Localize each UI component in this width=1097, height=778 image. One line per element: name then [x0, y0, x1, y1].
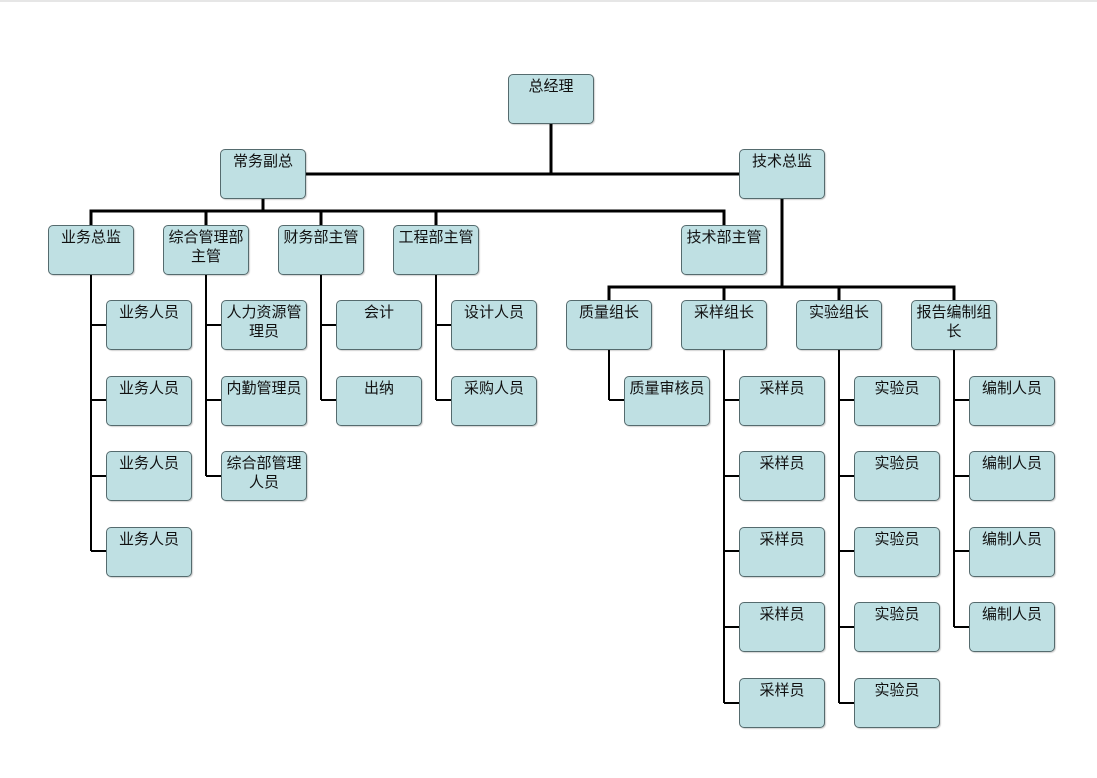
node-label: 编制人员 [981, 454, 1042, 472]
node-label: 技术部主管 [686, 228, 762, 246]
node-business-staff[interactable]: 业务人员 [106, 451, 192, 501]
node-business-staff[interactable]: 业务人员 [106, 527, 192, 577]
node-sampler[interactable]: 采样员 [739, 451, 825, 501]
node-label: 实验员 [874, 379, 920, 397]
node-lab-technician[interactable]: 实验员 [854, 527, 940, 577]
node-label: 质量审核员 [629, 379, 705, 397]
node-label: 实验组长 [808, 303, 869, 321]
node-lab-technician[interactable]: 实验员 [854, 678, 940, 728]
node-sampler[interactable]: 采样员 [739, 527, 825, 577]
node-label: 业务人员 [118, 454, 179, 472]
node-label: 实验员 [874, 605, 920, 623]
node-finance-cashier[interactable]: 出纳 [336, 376, 422, 426]
node-label: 综合部管理人员 [226, 454, 302, 491]
node-label: 会计 [363, 303, 394, 321]
node-label: 实验员 [874, 454, 920, 472]
node-lab-technician[interactable]: 实验员 [854, 602, 940, 652]
node-label: 采样员 [759, 530, 805, 548]
node-label: 实验员 [874, 681, 920, 699]
node-sampling-lead[interactable]: 采样组长 [681, 300, 767, 350]
node-label: 综合管理部主管 [168, 228, 244, 265]
node-tech-dept-manager[interactable]: 技术部主管 [681, 225, 767, 275]
node-executive-vp[interactable]: 常务副总 [220, 149, 306, 199]
node-engineering-designer[interactable]: 设计人员 [451, 300, 537, 350]
node-label: 质量组长 [578, 303, 639, 321]
node-label: 采样员 [759, 379, 805, 397]
node-label: 编制人员 [981, 605, 1042, 623]
node-sampler[interactable]: 采样员 [739, 602, 825, 652]
node-label: 财务部主管 [283, 228, 359, 246]
node-admin-manager[interactable]: 综合管理部主管 [163, 225, 249, 275]
node-label: 设计人员 [463, 303, 524, 321]
node-admin-staff-office[interactable]: 内勤管理员 [221, 376, 307, 426]
node-label: 工程部主管 [398, 228, 474, 246]
node-technical-director[interactable]: 技术总监 [739, 149, 825, 199]
node-label: 人力资源管理员 [226, 303, 302, 340]
node-lab-technician[interactable]: 实验员 [854, 376, 940, 426]
node-label: 采样员 [759, 605, 805, 623]
node-label: 采样员 [759, 681, 805, 699]
node-ceo[interactable]: 总经理 [508, 74, 594, 124]
node-engineering-manager[interactable]: 工程部主管 [393, 225, 479, 275]
node-finance-manager[interactable]: 财务部主管 [278, 225, 364, 275]
node-label: 内勤管理员 [226, 379, 302, 397]
node-report-writer[interactable]: 编制人员 [969, 451, 1055, 501]
node-admin-staff-hr[interactable]: 人力资源管理员 [221, 300, 307, 350]
node-label: 常务副总 [232, 152, 293, 170]
node-engineering-purchaser[interactable]: 采购人员 [451, 376, 537, 426]
node-label: 编制人员 [981, 379, 1042, 397]
node-business-director[interactable]: 业务总监 [48, 225, 134, 275]
node-quality-auditor[interactable]: 质量审核员 [624, 376, 710, 426]
node-label: 技术总监 [751, 152, 812, 170]
node-quality-lead[interactable]: 质量组长 [566, 300, 652, 350]
node-sampler[interactable]: 采样员 [739, 376, 825, 426]
node-label: 业务总监 [60, 228, 121, 246]
top-border-line [0, 0, 1097, 2]
node-label: 采购人员 [463, 379, 524, 397]
node-label: 报告编制组长 [916, 303, 992, 340]
node-label: 业务人员 [118, 379, 179, 397]
node-label: 业务人员 [118, 530, 179, 548]
node-admin-staff-general[interactable]: 综合部管理人员 [221, 451, 307, 501]
node-label: 总经理 [528, 77, 574, 95]
node-label: 采样组长 [693, 303, 754, 321]
node-label: 实验员 [874, 530, 920, 548]
node-report-lead[interactable]: 报告编制组长 [911, 300, 997, 350]
node-report-writer[interactable]: 编制人员 [969, 527, 1055, 577]
node-label: 编制人员 [981, 530, 1042, 548]
node-report-writer[interactable]: 编制人员 [969, 602, 1055, 652]
node-label: 出纳 [363, 379, 394, 397]
node-finance-accountant[interactable]: 会计 [336, 300, 422, 350]
node-report-writer[interactable]: 编制人员 [969, 376, 1055, 426]
node-label: 采样员 [759, 454, 805, 472]
node-sampler[interactable]: 采样员 [739, 678, 825, 728]
node-business-staff[interactable]: 业务人员 [106, 376, 192, 426]
node-lab-technician[interactable]: 实验员 [854, 451, 940, 501]
node-lab-lead[interactable]: 实验组长 [796, 300, 882, 350]
node-business-staff[interactable]: 业务人员 [106, 300, 192, 350]
node-label: 业务人员 [118, 303, 179, 321]
